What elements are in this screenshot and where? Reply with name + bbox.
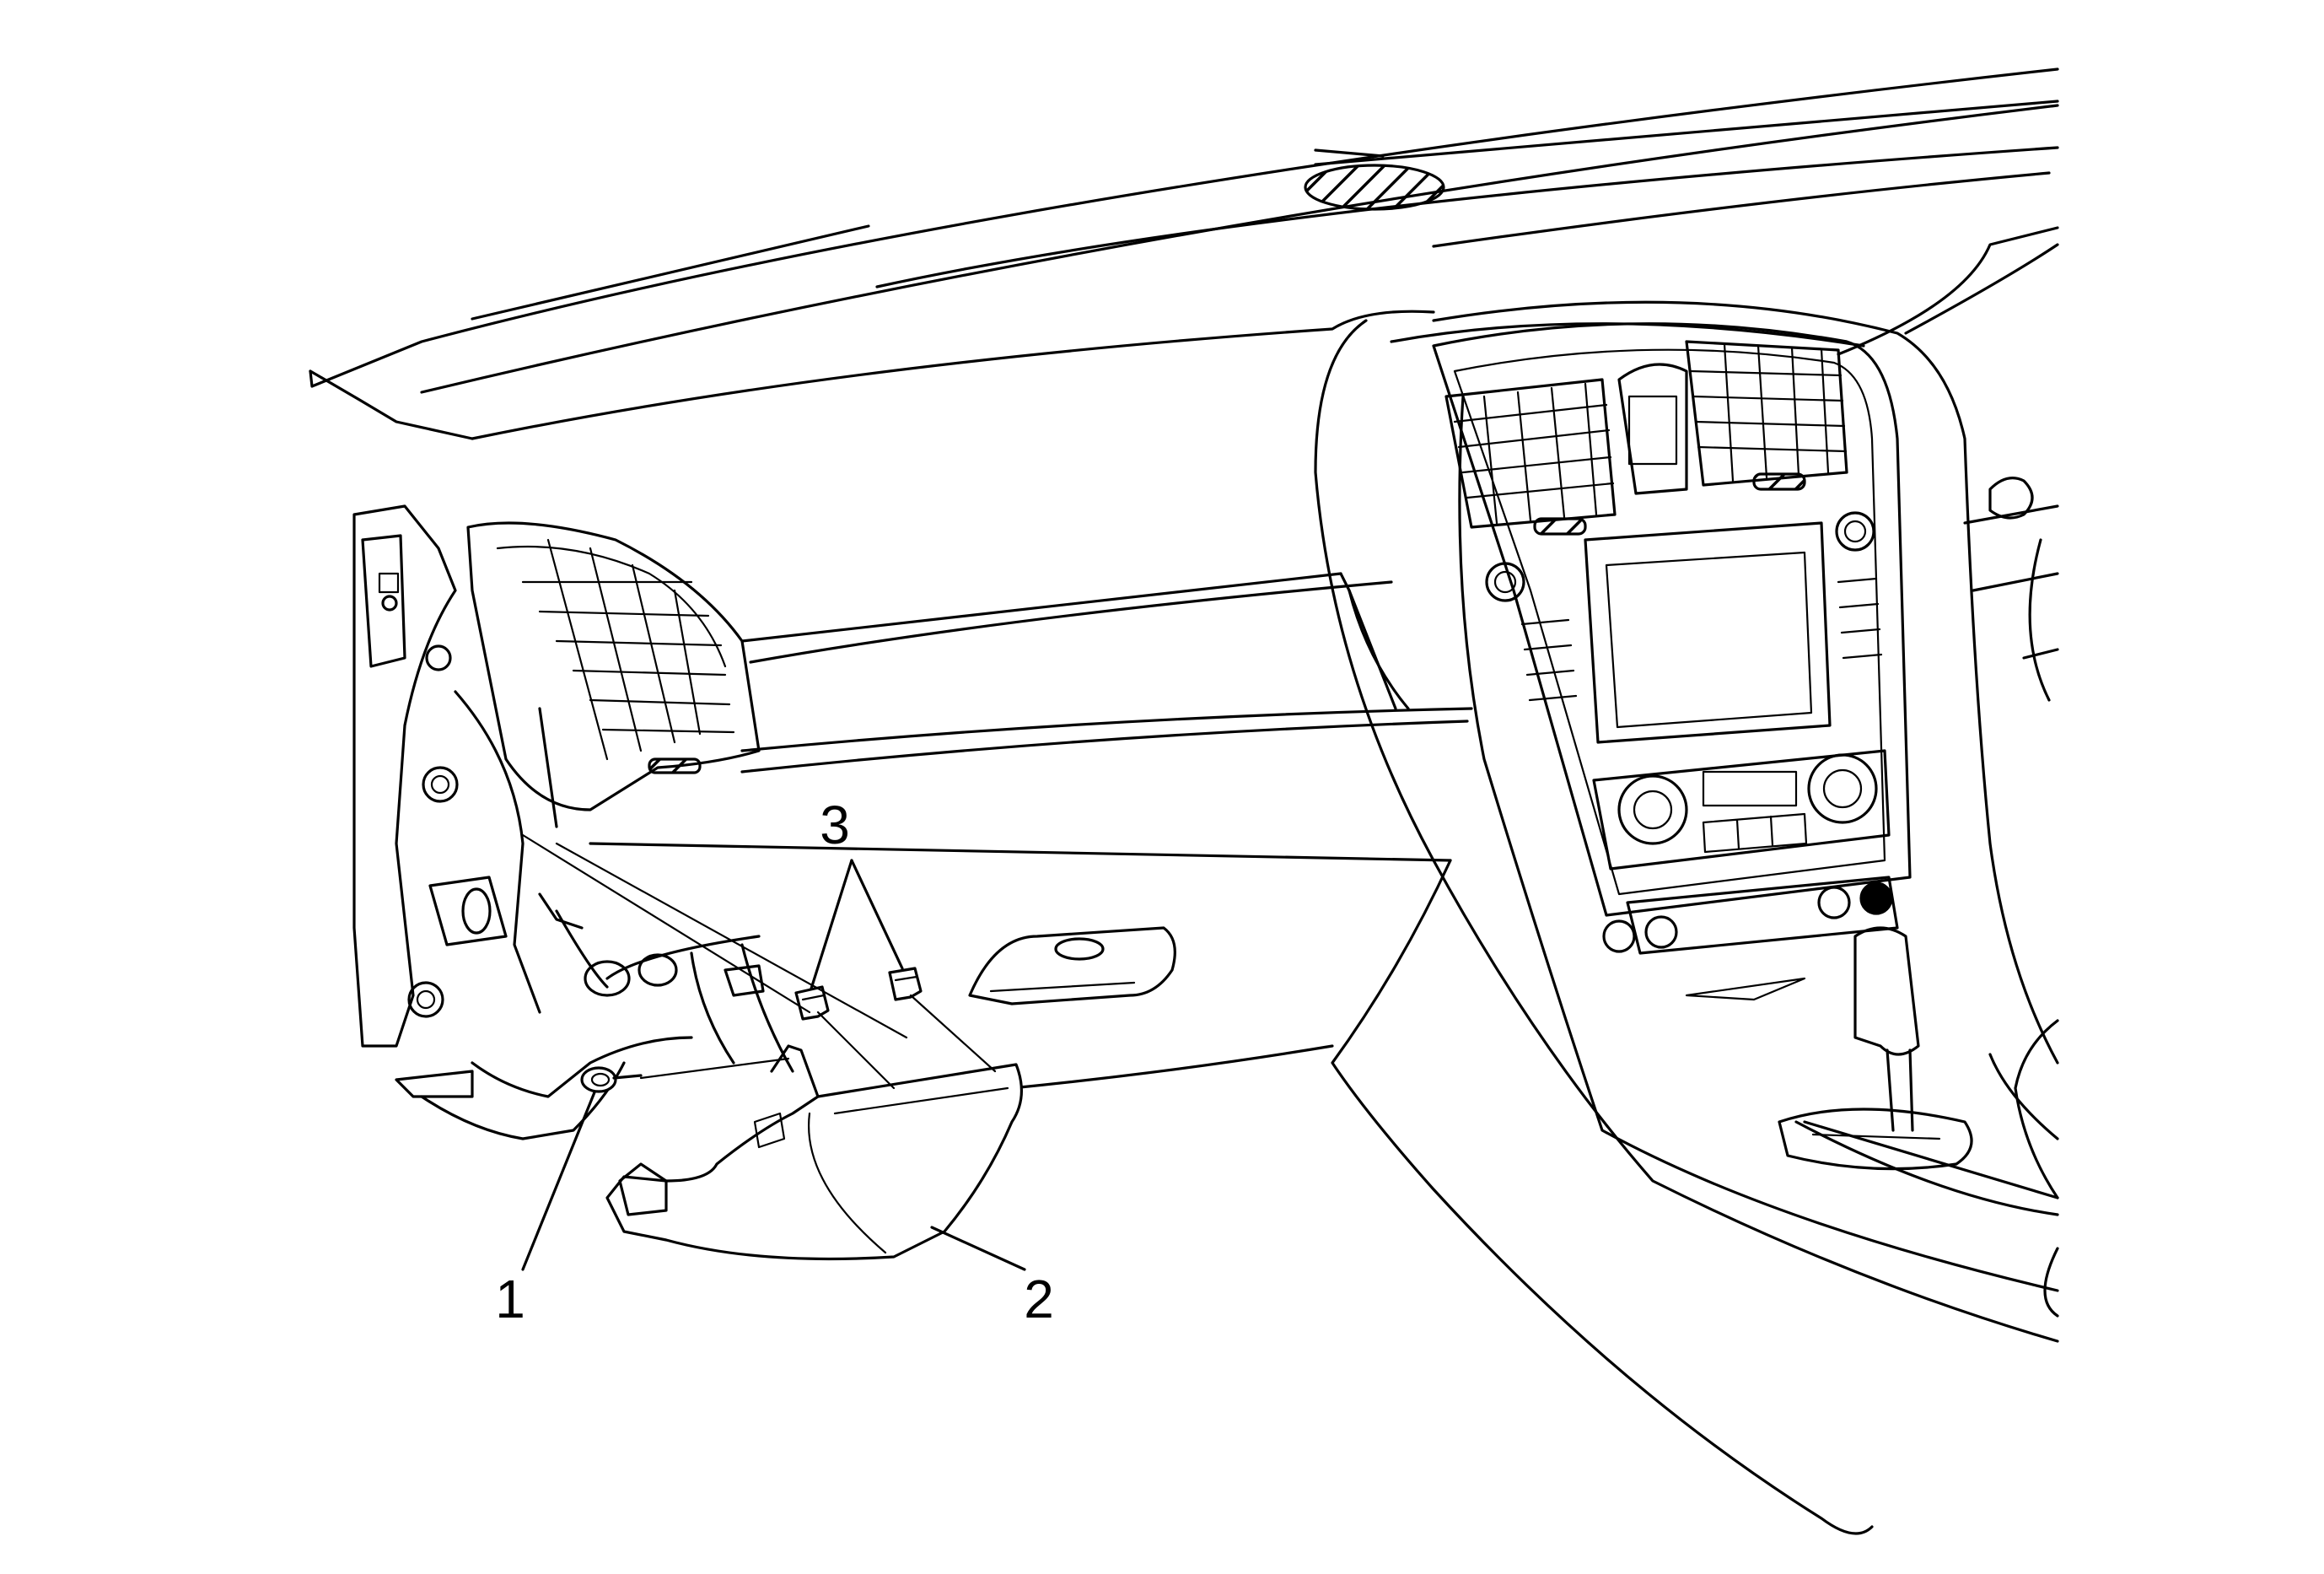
center-stack <box>1432 322 1973 1171</box>
defroster-sensor <box>1304 164 1445 211</box>
leader-lines <box>521 833 1026 1271</box>
callout-labels: 3 1 2 <box>495 795 1054 1329</box>
gear-shifter <box>1778 926 1973 1171</box>
radio-display <box>1485 511 1883 744</box>
passenger-dash <box>589 572 1874 1535</box>
callout-label-2: 2 <box>1024 1269 1054 1329</box>
lower-controls <box>1602 876 1899 1001</box>
center-vent-right <box>1685 340 1848 491</box>
center-console-frame <box>471 300 2059 1343</box>
right-cabin-edge <box>1963 477 2059 1318</box>
dashboard-top <box>309 67 2059 440</box>
fastener <box>580 1066 643 1093</box>
climate-control <box>1592 749 1891 871</box>
side-air-vent <box>466 521 761 811</box>
callout-label-3: 3 <box>820 795 850 855</box>
center-vent-left <box>1444 378 1617 536</box>
callout-label-1: 1 <box>495 1269 525 1329</box>
clock-display <box>1617 363 1688 495</box>
glove-box-handle <box>968 926 1176 1005</box>
left-end-bracket <box>352 504 794 1140</box>
lower-trim-panel <box>605 1044 1024 1261</box>
